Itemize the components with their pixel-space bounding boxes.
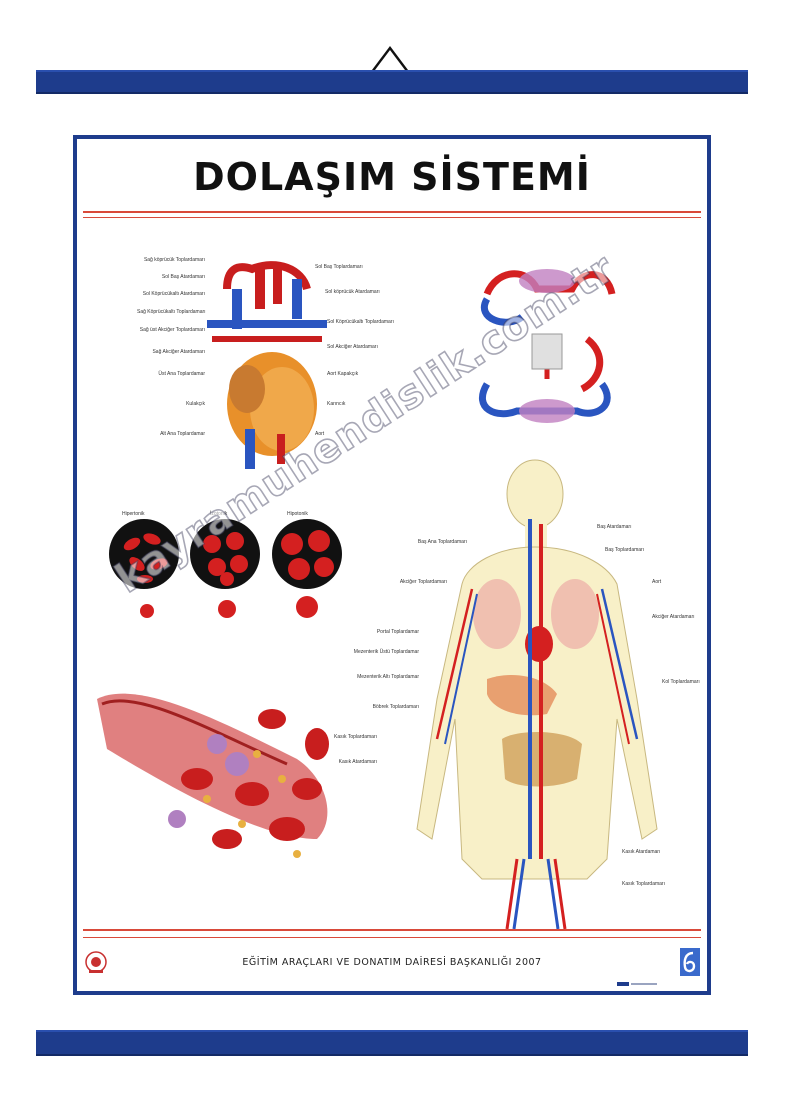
heart-diagram <box>207 261 327 469</box>
body-label: Kasık Toplardamarı <box>334 734 377 740</box>
heart-label: Sol köprücük Atardamarı <box>325 289 380 295</box>
blood-cell-label: Hipotonik <box>287 511 308 517</box>
heart-label: Kulakçık <box>186 401 205 407</box>
body-label: Kasık Atardamarı <box>622 849 661 855</box>
heart-label: Aort <box>315 431 325 437</box>
heart-label: Sağ üst Akciğer Toplardamarı <box>139 327 205 333</box>
title-rule-bottom <box>83 217 701 218</box>
heart-label: Sağ köprücük Toplardamarı <box>143 257 205 263</box>
heart-label: Sol Baş Toplardamarı <box>315 264 363 270</box>
blood-cell-label: Hipertonik <box>122 511 145 517</box>
heart-label: Aort Kapakçık <box>327 371 359 377</box>
body-label: Baş Toplardamarı <box>605 547 645 553</box>
heart-label: Sol Köprücükaltı Toplardamarı <box>327 319 394 325</box>
body-label: Portal Toplardamar <box>376 629 419 635</box>
blood-vessel-closeup <box>97 693 329 858</box>
poster-title: DOLAŞIM SİSTEMİ <box>193 155 591 199</box>
blood-cell-label: İzotonik <box>210 511 228 517</box>
printer-mark-icon <box>617 982 657 986</box>
body-label: Mezenterik Üstü Toplardamar <box>353 649 419 655</box>
hanger-hook <box>371 46 409 73</box>
body-label: Baş Atardamarı <box>597 524 632 530</box>
bottom-rod <box>36 1030 748 1056</box>
body-label: Kasık Atardamarı <box>338 759 377 765</box>
body-label: Baş Ana Toplardamarı <box>417 539 467 545</box>
heart-label: Karıncık <box>327 401 346 407</box>
body-label: Akciğer Toplardamarı <box>399 579 447 585</box>
body-circulation-diagram <box>416 459 658 930</box>
heart-label: Sol Baş Atardamarı <box>161 274 205 280</box>
heart-label: Sol Köprücükaltı Atardamarı <box>142 291 205 297</box>
ministry-logo-icon <box>85 951 107 973</box>
blood-cells-diagram <box>109 519 342 618</box>
body-label: Böbrek Toplardamarı <box>372 704 419 710</box>
heart-label: Sağ Akciğer Atardamarı <box>152 349 205 355</box>
top-rod <box>36 70 748 94</box>
publisher-footer: EĞİTİM ARAÇLARI VE DONATIM DAİRESİ BAŞKA… <box>242 957 542 968</box>
body-label: Kasık Toplardamarı <box>622 881 665 887</box>
circulation-loop-diagram <box>478 269 616 423</box>
body-label: Mezenterik Altı Toplardamar <box>357 674 419 680</box>
body-label: Akciğer Atardamarı <box>652 614 695 620</box>
poster: DOLAŞIM SİSTEMİ <box>73 135 711 995</box>
heart-label: Üst Ana Toplardamar <box>158 371 205 377</box>
publisher-logo-icon <box>680 948 700 976</box>
body-label: Kol Toplardamarı <box>662 679 700 685</box>
heart-label: Sağ Köprücükaltı Toplardamarı <box>137 309 206 315</box>
body-label: Aort <box>652 579 662 585</box>
heart-label: Sol Akciğer Atardamarı <box>327 344 378 350</box>
anatomy-illustrations <box>83 261 701 938</box>
title-rule-top <box>83 211 701 213</box>
heart-label: Alt Ana Toplardamar <box>160 431 205 437</box>
